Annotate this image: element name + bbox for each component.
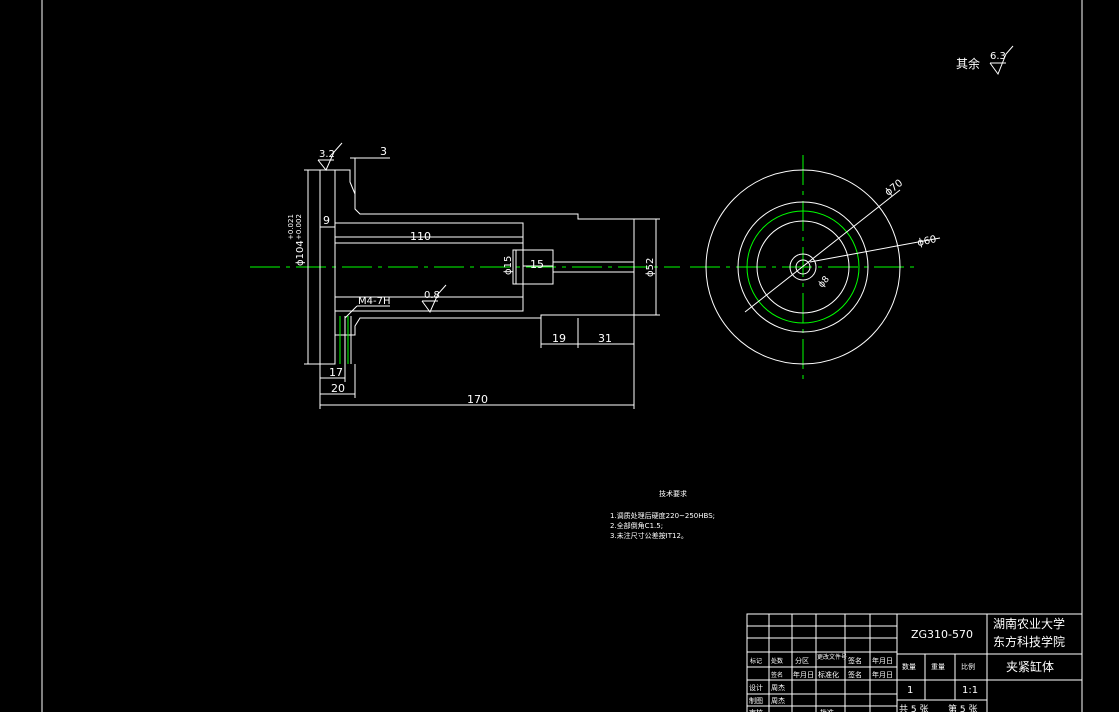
svg-text:重量: 重量 <box>931 663 945 671</box>
svg-text:1:1: 1:1 <box>962 685 978 696</box>
svg-text:签名: 签名 <box>848 670 862 679</box>
roughness-other-label: 其余 <box>956 56 980 71</box>
title-block-text: ZG310-570 湖南农业大学 东方科技学院 夹紧缸体 标记 处数 分区 更改… <box>749 616 1065 712</box>
svg-text:标准化: 标准化 <box>818 670 839 679</box>
svg-text:20: 20 <box>331 382 345 395</box>
tech-req-item-1: 1.调质处理后硬度220~250HBS; <box>610 511 715 520</box>
svg-text:标记: 标记 <box>750 657 762 665</box>
dim-len-20: 20 <box>320 364 356 398</box>
side-view: ϕ70 ϕ60 ϕ8 <box>690 155 941 380</box>
drawing-number: ZG310-570 <box>911 628 973 641</box>
svg-text:3: 3 <box>380 145 387 158</box>
svg-text:19: 19 <box>552 332 566 345</box>
dim-len-17: 17 <box>320 364 346 382</box>
school-line-1: 湖南农业大学 <box>993 616 1065 631</box>
svg-text:1: 1 <box>907 685 913 696</box>
small-bore <box>512 249 554 285</box>
svg-text:170: 170 <box>467 393 488 406</box>
part-outline <box>319 169 635 365</box>
dim-len-19-31: 19 31 <box>540 315 635 348</box>
dim-total-170: 170 <box>319 344 635 409</box>
thread-hole <box>339 316 352 364</box>
svg-text:第 5 张: 第 5 张 <box>948 703 977 712</box>
svg-text:签名: 签名 <box>848 656 862 665</box>
svg-text:31: 31 <box>598 332 612 345</box>
bolt-circle <box>746 210 860 324</box>
roughness-bore-value: 0.8 <box>424 290 440 301</box>
center-hole-inner <box>795 259 811 275</box>
roughness-flange: 3.2 <box>317 142 343 171</box>
svg-text:批准: 批准 <box>820 708 834 712</box>
dim-thread: M4-7H <box>344 296 390 319</box>
svg-text:分区: 分区 <box>795 656 809 665</box>
svg-text:9: 9 <box>323 214 330 227</box>
front-view: 3.2 3 9 110 ϕ15 15 <box>250 142 680 409</box>
dim-circle-8: ϕ8 <box>817 274 832 290</box>
dim-flange-9: 9 <box>320 214 335 228</box>
circle-52 <box>756 220 850 314</box>
svg-text:ϕ104: ϕ104 <box>295 240 306 266</box>
dim-circle-60: ϕ60 <box>916 234 937 249</box>
roughness-other-value: 6.3 <box>990 51 1006 62</box>
svg-text:设计: 设计 <box>749 683 763 692</box>
tech-requirements: 技术要求 1.调质处理后硬度220~250HBS; 2.全部倒角C1.5; 3.… <box>610 489 715 540</box>
svg-text:更改文件号: 更改文件号 <box>817 653 847 661</box>
svg-text:+0.021: +0.021 <box>287 214 295 240</box>
svg-text:M4-7H: M4-7H <box>358 296 390 307</box>
dim-flange-dia: ϕ104 +0.021 +0.002 <box>287 169 320 365</box>
svg-text:数量: 数量 <box>902 662 916 671</box>
dim-outer-dia: ϕ52 <box>634 218 660 316</box>
circle-70 <box>737 201 869 333</box>
svg-text:110: 110 <box>410 230 431 243</box>
outer-circle <box>705 169 901 365</box>
svg-text:+0.002: +0.002 <box>295 214 303 240</box>
svg-text:审核: 审核 <box>749 708 763 712</box>
roughness-flange-value: 3.2 <box>319 149 335 160</box>
dim-bore-110: 110 <box>335 230 523 244</box>
svg-text:15: 15 <box>530 258 544 271</box>
svg-text:17: 17 <box>329 366 343 379</box>
dim-flange-step: 3 <box>350 145 390 194</box>
dim-small-bore-15: 15 <box>523 258 553 271</box>
svg-text:共 5 张: 共 5 张 <box>899 704 928 712</box>
tech-req-item-3: 3.未注尺寸公差按IT12。 <box>610 531 688 540</box>
svg-text:ϕ15: ϕ15 <box>503 256 514 275</box>
svg-text:周杰: 周杰 <box>771 696 785 705</box>
part-name: 夹紧缸体 <box>1006 659 1054 674</box>
dim-small-bore-dia: ϕ15 <box>503 250 517 284</box>
tech-req-item-2: 2.全部倒角C1.5; <box>610 521 663 530</box>
svg-text:ϕ52: ϕ52 <box>645 258 656 277</box>
svg-text:周杰: 周杰 <box>771 683 785 692</box>
svg-text:处数: 处数 <box>771 657 783 665</box>
svg-text:年月日: 年月日 <box>872 670 893 679</box>
svg-text:制图: 制图 <box>749 696 763 705</box>
svg-text:年月日: 年月日 <box>872 656 893 665</box>
tech-req-title: 技术要求 <box>659 489 687 498</box>
center-hole <box>789 253 817 281</box>
title-block <box>746 613 1083 712</box>
svg-text:比例: 比例 <box>961 662 975 671</box>
roughness-other-symbol: 其余 6.3 <box>956 45 1014 76</box>
roughness-bore: 0.8 <box>421 284 447 313</box>
svg-text:签名: 签名 <box>771 671 783 679</box>
svg-text:年月日: 年月日 <box>793 670 814 679</box>
school-line-2: 东方科技学院 <box>993 634 1065 649</box>
